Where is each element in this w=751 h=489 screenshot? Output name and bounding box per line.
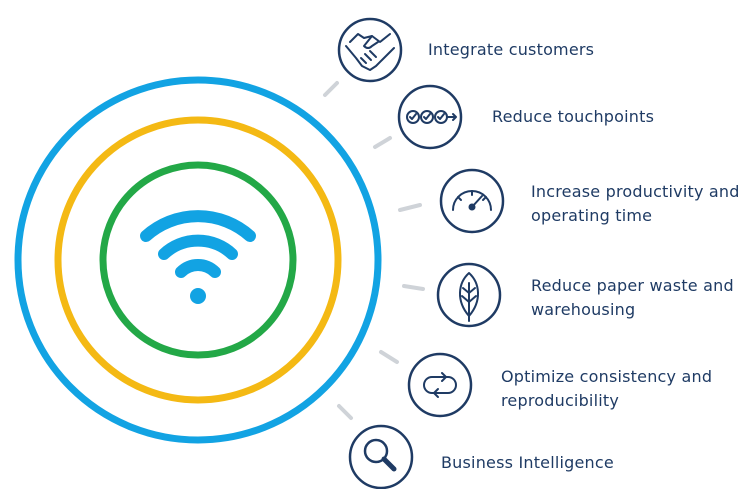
- benefit-label-reduce-paper-waste: Reduce paper waste and warehousing: [531, 274, 734, 322]
- benefit-label-line: Optimize consistency and: [501, 367, 713, 386]
- benefit-label-business-intelligence: Business Intelligence: [441, 451, 614, 475]
- outer-ring: [14, 76, 382, 444]
- connector-6: [337, 404, 353, 420]
- icon-circle-3: [439, 168, 505, 234]
- icon-circle-2: [397, 84, 463, 150]
- inner-ring: [99, 161, 297, 359]
- icon-circle-5: [407, 352, 473, 418]
- benefit-label-line: operating time: [531, 206, 653, 225]
- connectors: [323, 81, 425, 420]
- connector-1: [323, 81, 339, 97]
- middle-ring: [54, 116, 342, 404]
- benefit-label-line: Reduce paper waste and: [531, 276, 734, 295]
- magnifier-icon: [363, 438, 397, 472]
- benefit-label-optimize-consistency: Optimize consistency and reproducibility: [501, 365, 712, 413]
- loop-icon: [423, 372, 457, 398]
- benefit-label-increase-productivity: Increase productivity and operating time: [531, 180, 740, 228]
- gauge-icon: [452, 190, 492, 211]
- benefit-label-line: Reduce touchpoints: [492, 107, 655, 126]
- benefit-label-line: warehousing: [531, 300, 636, 319]
- connector-2: [373, 136, 392, 149]
- connector-4: [402, 284, 425, 291]
- wifi-icon: [140, 210, 256, 304]
- benefit-label-reduce-touchpoints: Reduce touchpoints: [492, 105, 654, 129]
- benefit-label-integrate-customers: Integrate customers: [428, 38, 594, 62]
- connector-3: [398, 203, 422, 212]
- touchpoints-icon: [406, 110, 457, 124]
- benefit-label-line: Business Intelligence: [441, 453, 614, 472]
- benefit-label-line: Increase productivity and: [531, 182, 740, 201]
- icon-circle-6: [348, 424, 414, 489]
- benefit-label-line: reproducibility: [501, 391, 620, 410]
- leaf-icon: [459, 272, 479, 322]
- icon-circles: [337, 17, 505, 489]
- connector-5: [379, 350, 399, 364]
- handshake-icon: [345, 33, 395, 71]
- benefit-label-line: Integrate customers: [428, 40, 595, 59]
